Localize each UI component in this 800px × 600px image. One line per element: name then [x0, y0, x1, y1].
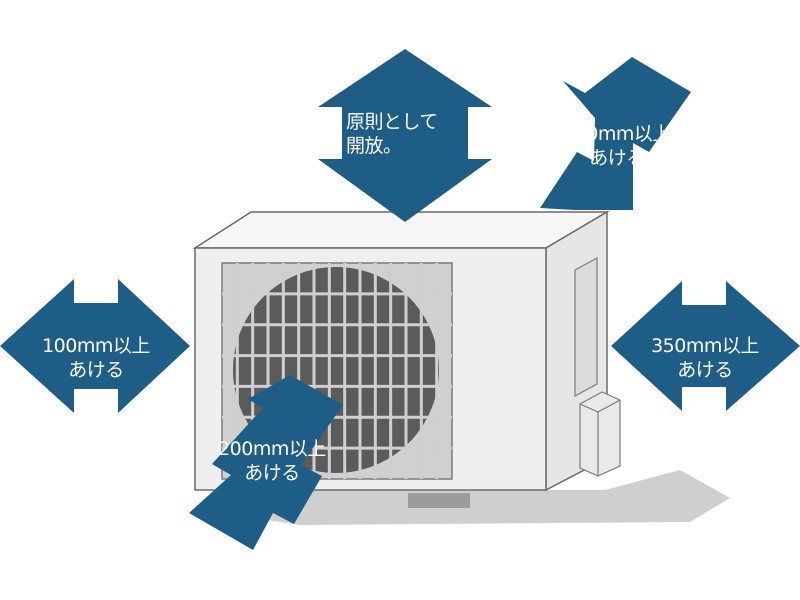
right-clearance-line2: あける — [677, 359, 733, 381]
right-clearance-line1: 350mm以上 — [651, 335, 759, 357]
right-clearance-label: 350mm以上 あける — [636, 334, 774, 382]
unit-foot-shadow — [408, 493, 470, 508]
left-clearance-label: 100mm以上 あける — [28, 334, 164, 382]
front-clearance-arrow — [189, 375, 343, 550]
top-clearance-label: 原則として 開放。 — [346, 110, 438, 158]
top-clearance-arrow — [318, 49, 492, 222]
rear-clearance-arrow — [540, 57, 691, 210]
left-clearance-line2: あける — [68, 359, 124, 381]
rear-clearance-line1: 100mm以上 — [563, 123, 671, 145]
top-clearance-line1: 原則として — [346, 111, 438, 133]
rear-clearance-label: 100mm以上 あける — [552, 122, 682, 170]
front-clearance-line1: 200mm以上 — [218, 438, 326, 460]
right-clearance-arrow — [611, 281, 800, 411]
unit-side-handle — [574, 256, 598, 398]
front-clearance-label: 200mm以上 あける — [206, 437, 338, 485]
ground-shadow — [214, 470, 730, 525]
left-clearance-line1: 100mm以上 — [42, 335, 150, 357]
left-clearance-arrow — [0, 279, 190, 413]
rear-clearance-line2: あける — [589, 147, 645, 169]
unit-valve-cover — [579, 391, 621, 477]
top-clearance-line2: 開放。 — [346, 135, 402, 157]
front-clearance-line2: あける — [244, 462, 300, 484]
